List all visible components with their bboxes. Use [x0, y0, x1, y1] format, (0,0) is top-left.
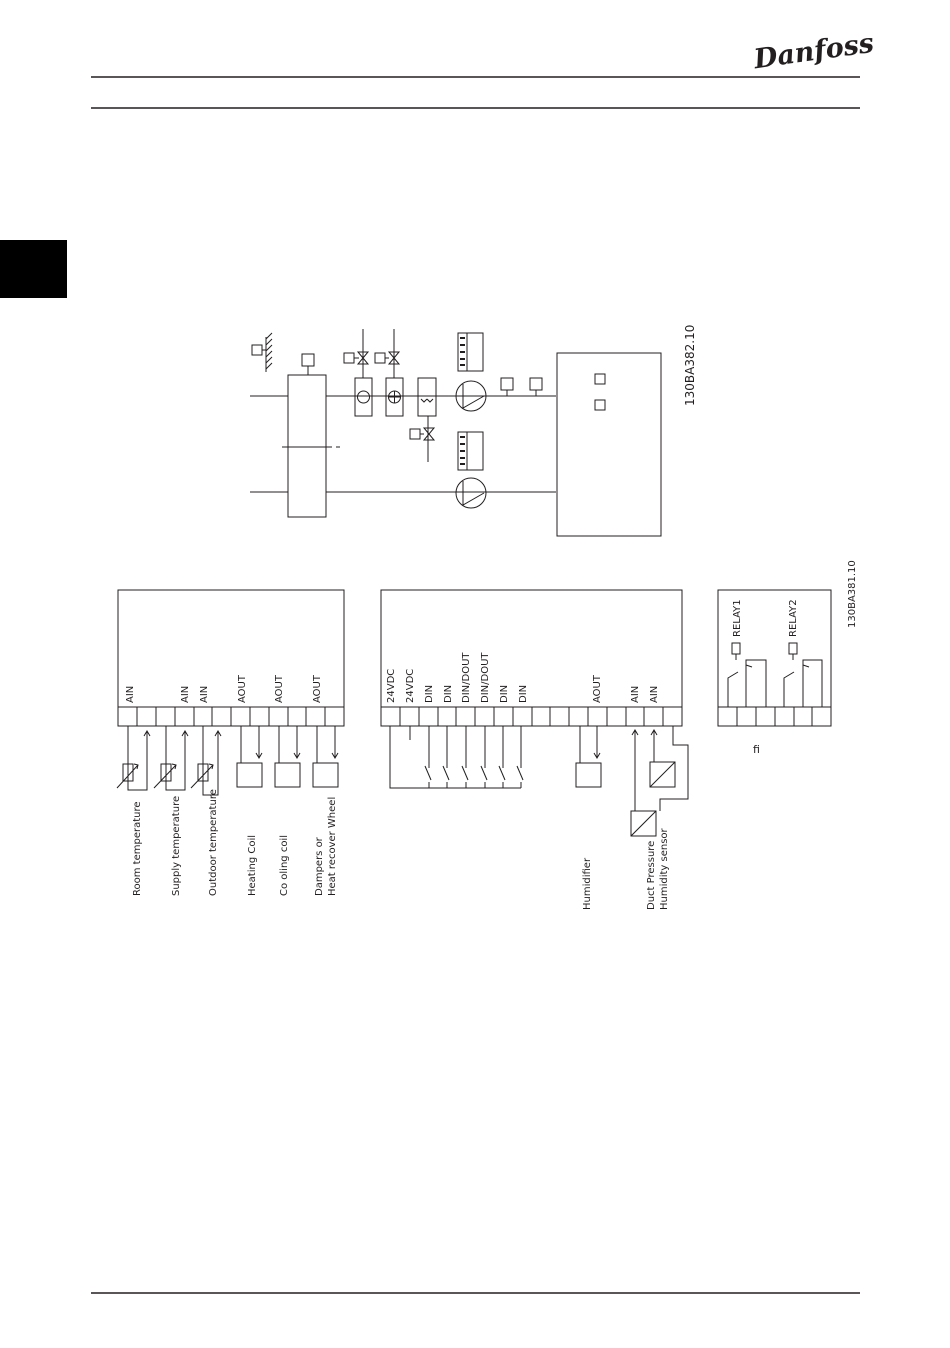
- label-ain-1: AIN: [125, 686, 136, 703]
- page-header: Danfoss: [91, 28, 876, 108]
- device-supply-temperature: Supply temperature: [171, 796, 182, 896]
- device-duct-pressure: Duct Pressure: [646, 841, 657, 910]
- label-24vdc-2: 24VDC: [405, 669, 416, 703]
- label-relay-2: RELAY2: [788, 599, 799, 637]
- drawing-code-bottom: 130BA381.10: [847, 560, 858, 628]
- room-sensor-2: [595, 400, 605, 410]
- drawing-code-top: 130BA382.10: [683, 325, 697, 406]
- analog-io-block: [118, 590, 344, 726]
- label-relay-1: RELAY1: [732, 599, 743, 637]
- device-cooling-coil: Co oling coil: [279, 835, 290, 896]
- device-heat-recover-wheel: Heat recover Wheel: [327, 797, 338, 896]
- humidifier-actuator: [576, 726, 601, 787]
- return-fan: [456, 478, 486, 508]
- label-din-dout-2: DIN/DOUT: [480, 652, 491, 703]
- device-outdoor-temperature: Outdoor temperature: [208, 789, 219, 896]
- label-aout-4: AOUT: [592, 674, 603, 703]
- relay-1-contact: [728, 643, 766, 707]
- relay-2-contact: [784, 643, 822, 707]
- cooling-coil-actuator: [275, 726, 300, 787]
- served-room: [557, 353, 661, 536]
- label-din-2: DIN: [443, 685, 454, 703]
- label-aout-1: AOUT: [237, 674, 248, 703]
- chapter-side-tab: [0, 240, 67, 298]
- label-ain-2: AIN: [180, 686, 191, 703]
- humidity-sensor: [650, 726, 688, 811]
- device-dampers: Dampers or: [314, 836, 325, 896]
- ahu-diagram: [250, 329, 661, 536]
- label-din-dout-1: DIN/DOUT: [461, 652, 472, 703]
- outdoor-temperature-sensor: [191, 726, 221, 795]
- terminal-diagram: [117, 590, 831, 836]
- label-24vdc-1: 24VDC: [386, 669, 397, 703]
- device-labels: Room temperature Supply temperature Outd…: [132, 789, 670, 910]
- supply-temperature-sensor: [154, 726, 188, 790]
- heating-valve: [344, 352, 368, 364]
- room-temperature-sensor: [117, 726, 150, 790]
- digital-input-switches: [390, 726, 523, 788]
- room-sensor-1: [595, 374, 605, 384]
- danfoss-logo: Danfoss: [751, 28, 876, 76]
- duct-humidity-sensor: [530, 378, 542, 390]
- recovery-unit-sensor: [302, 354, 314, 366]
- heating-coil: [355, 329, 372, 416]
- digital-io-block: [381, 590, 682, 726]
- duct-pressure-transmitter: [631, 730, 656, 836]
- cooling-valve: [375, 352, 399, 364]
- label-ain-4: AIN: [630, 686, 641, 703]
- label-din-4: DIN: [518, 685, 529, 703]
- label-ain-5: AIN: [649, 686, 660, 703]
- device-humidifier: Humidifier: [582, 857, 593, 910]
- device-room-temperature: Room temperature: [132, 801, 143, 896]
- wall-sensor: [252, 333, 272, 372]
- label-ain-3: AIN: [199, 686, 210, 703]
- return-fan-drive: [458, 432, 483, 470]
- label-aout-3: AOUT: [312, 674, 323, 703]
- label-aout-2: AOUT: [274, 674, 285, 703]
- terminal-labels: AIN AIN AIN AOUT AOUT AOUT 24VDC 24VDC D…: [125, 599, 799, 703]
- dampers-actuator: [313, 726, 338, 787]
- heating-coil-actuator: [237, 726, 262, 787]
- cooling-coil: [386, 329, 403, 416]
- device-humidity-sensor: Humidity sensor: [659, 827, 670, 910]
- supply-fan-drive: [458, 333, 483, 371]
- label-din-1: DIN: [424, 685, 435, 703]
- humidifier-unit: [410, 378, 436, 462]
- recovery-unit: [288, 375, 326, 517]
- duct-pressure-sensor: [501, 378, 513, 390]
- device-heating-coil: Heating Coil: [247, 835, 258, 896]
- label-din-3: DIN: [499, 685, 510, 703]
- relay-note-glyph: ﬁ: [753, 743, 760, 756]
